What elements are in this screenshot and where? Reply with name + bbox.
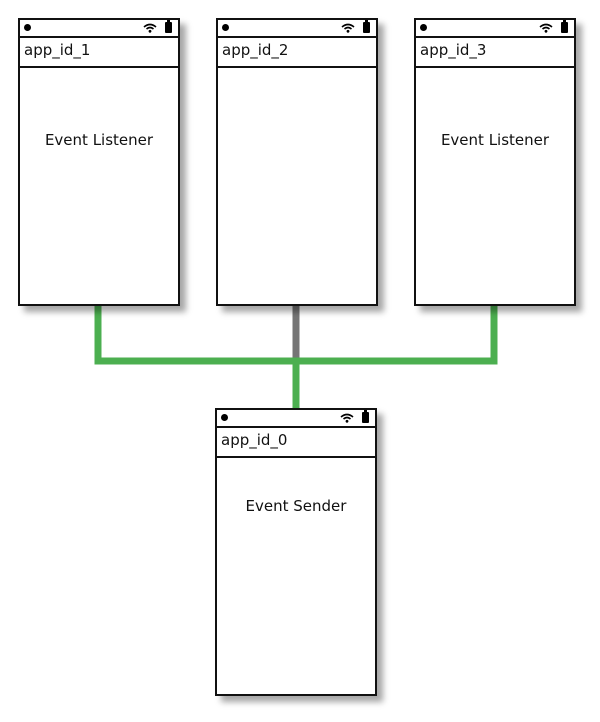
status-bar [20,20,178,38]
phone-app-id-0: app_id_0 Event Sender [215,408,377,696]
app-id-label: app_id_0 [221,431,288,449]
battery-icon [561,20,568,33]
app-bar: app_id_2 [218,38,376,68]
status-dot-icon [24,24,31,31]
wifi-icon [143,23,157,33]
status-dot-icon [420,24,427,31]
app-bar: app_id_3 [416,38,574,68]
wifi-icon [539,23,553,33]
status-bar [416,20,574,38]
phone-app-id-1: app_id_1 Event Listener [18,18,180,306]
app-id-label: app_id_3 [420,41,487,59]
status-bar [218,20,376,38]
app-bar: app_id_0 [217,428,375,458]
wifi-icon [341,23,355,33]
battery-icon [363,20,370,33]
app-id-label: app_id_1 [24,41,91,59]
role-label: Event Sender [245,497,347,515]
phone-app-id-3: app_id_3 Event Listener [414,18,576,306]
status-dot-icon [221,414,228,421]
phone-app-id-2: app_id_2 [216,18,378,306]
app-id-label: app_id_2 [222,41,289,59]
wifi-icon [340,413,354,423]
status-bar [217,410,375,428]
battery-icon [165,20,172,33]
app-bar: app_id_1 [20,38,178,68]
battery-icon [362,410,369,423]
status-dot-icon [222,24,229,31]
role-label: Event Listener [44,131,154,149]
role-label: Event Listener [440,131,550,149]
